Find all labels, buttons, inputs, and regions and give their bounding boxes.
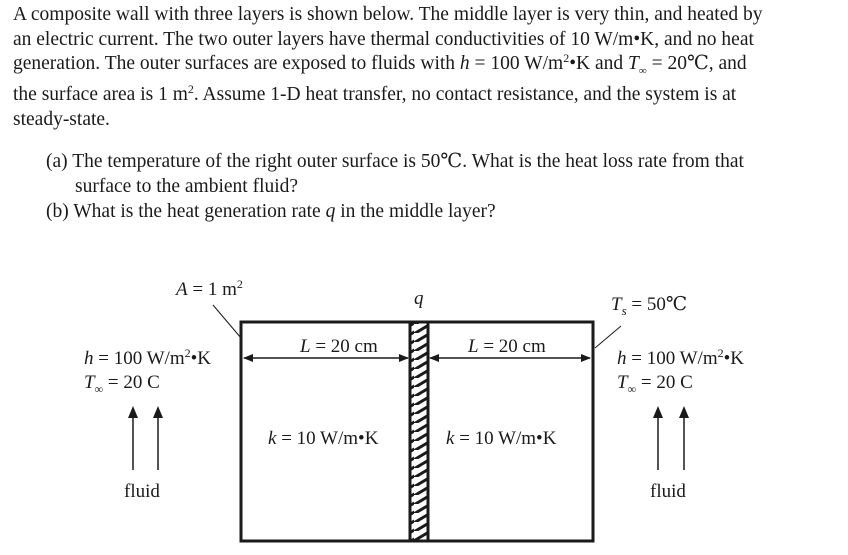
surface-temp-leader-line bbox=[594, 325, 622, 349]
heat-generation-label: q bbox=[414, 288, 424, 309]
problem-line-1: A composite wall with three layers is sh… bbox=[13, 4, 763, 25]
right-tinf-label: T∞ = 20 C bbox=[617, 372, 693, 396]
question-b: (b) What is the heat generation rate q i… bbox=[46, 201, 496, 222]
left-layer-conductivity-label: k = 10 W/m•K bbox=[268, 428, 379, 449]
right-layer-length-label: L = 20 cm bbox=[468, 336, 546, 357]
heat-gen-var: q bbox=[325, 201, 336, 222]
left-layer-length-label: L = 20 cm bbox=[300, 336, 378, 357]
problem-line-2: an electric current. The two outer layer… bbox=[13, 28, 754, 50]
right-fluid-label: fluid bbox=[650, 481, 686, 502]
right-h-label: h = 100 W/m2•K bbox=[617, 346, 744, 369]
question-a: (a) The temperature of the right outer s… bbox=[46, 150, 744, 174]
heated-middle-layer bbox=[408, 320, 430, 543]
right-fluid-flow-arrows bbox=[653, 406, 689, 470]
left-fluid-label: fluid bbox=[124, 481, 160, 502]
problem-statement: A composite wall with three layers is sh… bbox=[13, 3, 843, 132]
left-fluid-flow-arrows bbox=[128, 406, 163, 470]
area-label: A = 1 m2 bbox=[176, 277, 243, 300]
question-a-text: The temperature of the right outer surfa… bbox=[72, 151, 744, 172]
right-layer-conductivity-label: k = 10 W/m•K bbox=[446, 428, 557, 449]
question-a-continued: surface to the ambient fluid? bbox=[75, 176, 299, 197]
left-h-label: h = 100 W/m2•K bbox=[84, 346, 211, 369]
left-tinf-label: T∞ = 20 C bbox=[84, 372, 160, 396]
problem-line-4: the surface area is 1 m2. Assume 1-D hea… bbox=[13, 82, 737, 106]
problem-line-5: steady-state. bbox=[13, 108, 110, 130]
area-leader-line bbox=[212, 304, 242, 339]
surface-temperature-label: Ts = 50℃ bbox=[611, 294, 688, 318]
question-a-label: (a) bbox=[46, 151, 68, 172]
problem-line-3: generation. The outer surfaces are expos… bbox=[13, 51, 747, 77]
question-b-label: (b) bbox=[46, 201, 69, 222]
